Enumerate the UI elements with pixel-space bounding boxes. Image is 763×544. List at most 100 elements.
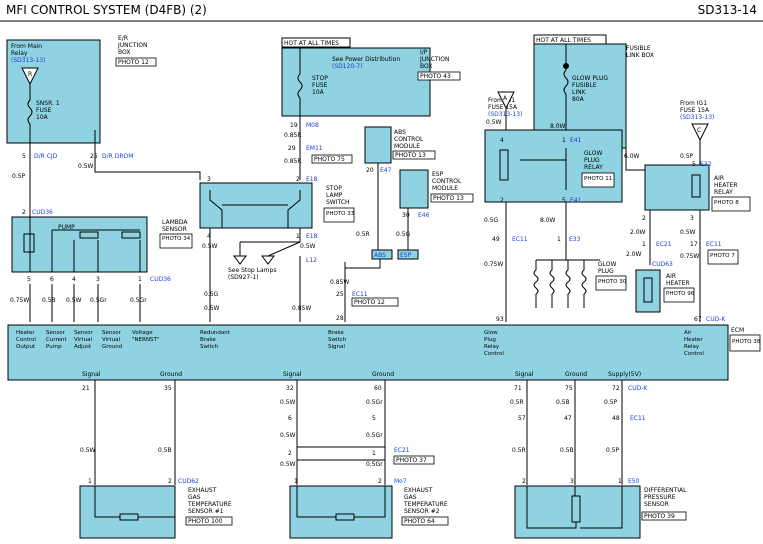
connector-ec11-d: EC11	[630, 415, 646, 422]
stop-switch-out-wires	[209, 228, 301, 322]
pin-5-a: 5	[22, 153, 26, 160]
connector-e18-a: E18	[306, 176, 318, 183]
from-fuse-left-label: From IG1	[488, 97, 515, 104]
wire-0-5b-d: 0.5B	[560, 447, 574, 454]
pin-3-stop: 3	[207, 176, 211, 183]
abs-photo-tag	[392, 150, 436, 160]
air-relay-out-wires	[649, 210, 701, 322]
glow-relay-photo-tag	[581, 172, 615, 188]
connector-d-r-drom: D/R DROM	[102, 153, 133, 160]
pin-5-air: 5	[692, 161, 696, 168]
lambda-cell-icon	[79, 231, 99, 239]
ecm-top-labels: HeaterControlOutputSensorCurrentPumpSens…	[16, 330, 704, 357]
from-fuse-right-label2: FUSE 15A	[680, 107, 710, 114]
wire-0-75w-b: 0.75W	[484, 261, 503, 268]
wire-0-5p-b: 0.5P	[606, 447, 620, 454]
brake-signal-wire	[344, 259, 381, 322]
ip-box-label3: BOX	[420, 63, 432, 70]
arrow-stop-lamp-1	[233, 255, 247, 265]
ecm-bottom-label: Signal	[82, 371, 101, 378]
air-heater-element-icon	[643, 277, 653, 303]
ecm-top-label: Adjust	[74, 344, 92, 350]
fuse-arrow-left-icon	[497, 91, 515, 110]
pin-2-em21: 2	[288, 450, 292, 457]
air-heater-label2: HEATER	[666, 280, 690, 287]
wire-0-75w: 0.75W	[10, 297, 29, 304]
ecm-bottom-label: Signal	[515, 371, 534, 378]
arrow-stop-lamp-2	[261, 255, 275, 265]
glow-relay-out-wires	[505, 202, 567, 322]
pin-2-stop: 2	[296, 176, 300, 183]
pin-2-dp: 2	[522, 478, 526, 485]
pin-5-b: 5	[27, 276, 31, 283]
pin-3-dp: 3	[570, 478, 574, 485]
esp-label3: MODULE	[432, 185, 458, 192]
ecm-top-label: Pump	[46, 344, 62, 350]
connector-ec11-b: EC11	[512, 236, 528, 243]
diagram-title: MFI CONTROL SYSTEM (D4FB) (2)	[6, 3, 207, 17]
connector-ec11-a: EC11	[352, 291, 368, 298]
stop-switch-contacts	[209, 190, 301, 228]
wire-0-75w-c: 0.75W	[680, 253, 699, 260]
glow-fuse-label2: FUSIBLE	[572, 82, 597, 89]
lambda-heater-icon	[23, 233, 35, 253]
glow-relay-photo: PHOTO 11	[584, 176, 612, 182]
ecm-top-label: Air	[684, 330, 692, 336]
diff-press-photo: PHOTO 39	[644, 513, 675, 520]
wire-8-0w: 8.0W	[550, 123, 566, 130]
connector-d-r-cjd: D/R CJD	[34, 153, 58, 160]
pin-57: 57	[518, 415, 526, 422]
pin-60: 60	[374, 385, 382, 392]
ecm-top-label: Plug	[484, 337, 496, 343]
pin-3: 3	[96, 276, 100, 283]
abs-tag-box	[371, 249, 393, 260]
wire-0-5b: 0.5B	[42, 297, 56, 304]
connector-cud-k: CUD-K	[706, 316, 726, 323]
wire-0-5w-e: 0.5W	[486, 119, 502, 126]
pin-1-em21: 1	[372, 450, 376, 457]
from-fuse-right-ref: (SD313-13)	[680, 114, 714, 121]
stop-fuse-label2: FUSE	[312, 82, 328, 89]
exhaust-sensor1-box	[79, 485, 176, 539]
arrow-r-label: R	[28, 71, 32, 78]
wire-0-5g-c: 0.5G	[484, 217, 499, 224]
ecm-top-label: Virtual	[74, 337, 92, 343]
photo37-tag	[393, 455, 435, 465]
air-relay-label3: RELAY	[714, 189, 733, 196]
ecm-top-label: Control	[16, 337, 36, 343]
ecm-top-label: Signal	[328, 344, 345, 350]
ecm-top-label: Brake	[328, 330, 344, 336]
stop-switch-label3: SWITCH	[326, 199, 350, 206]
lambda-cell-icon-2	[121, 231, 141, 239]
air-relay-label: AIR	[714, 175, 724, 182]
ecm-top-label: Redundant	[200, 330, 231, 336]
pin-67: 67	[694, 316, 702, 323]
diff-press-photo-tag	[641, 511, 687, 521]
glow-plug-photo: PHOTO 30	[598, 279, 627, 285]
ecm-top-label: Output	[16, 344, 36, 350]
stop-fuse-wire	[297, 47, 303, 180]
esp-label2: CONTROL	[432, 178, 462, 185]
pin-6: 6	[50, 276, 54, 283]
wire-0-85r-b: 0.85R	[284, 158, 302, 165]
photo37: PHOTO 37	[396, 457, 427, 464]
ecm-top-label: Relay	[684, 344, 700, 350]
lambda-sensor-box	[11, 216, 148, 273]
connector-l12: L12	[306, 257, 317, 264]
pin-1-s2: 1	[294, 478, 298, 485]
pin-2-s2: 2	[378, 478, 382, 485]
pin-17: 17	[690, 241, 698, 248]
exhaust2-label3: TEMPERATURE	[403, 501, 448, 508]
glow-fuse-wire	[563, 44, 569, 140]
pin-35: 35	[164, 385, 172, 392]
ecm-top-label: Relay	[484, 344, 500, 350]
pin-2-glow: 2	[500, 197, 504, 204]
ip-box-label2: JUNCTION	[419, 56, 449, 63]
air-heater-photo: PHOTO 96	[666, 291, 695, 297]
pin-5-ec11: 5	[372, 415, 376, 422]
exhaust-sensor2-box	[289, 485, 393, 539]
wire-2-0w-b: 2.0W	[626, 251, 642, 258]
wire-0-5w-d: 0.5W	[204, 305, 220, 312]
stop-fuse-label3: 10A	[312, 89, 325, 96]
abs-label3: MODULE	[394, 143, 420, 150]
